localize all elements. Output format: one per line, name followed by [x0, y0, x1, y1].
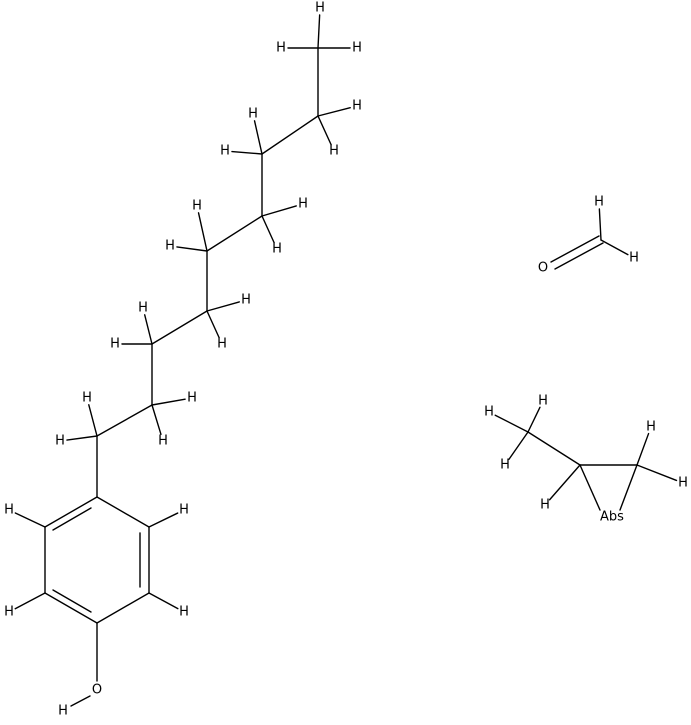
- chain-h-2: H: [55, 434, 65, 449]
- oxirane-co-bond: [579, 464, 601, 511]
- oxirane-co-bond: [619, 464, 638, 511]
- chain-h-7: H: [241, 293, 251, 308]
- bond-to-chain-h-8: [206, 310, 220, 339]
- bond-to-formaldehyde-h-1: [598, 208, 602, 241]
- chain-h-14: H: [220, 144, 230, 159]
- chain-h-1: H: [82, 391, 92, 406]
- bond-to-ring-h-2: [148, 592, 179, 610]
- chain-h-15: H: [352, 99, 362, 114]
- chain-h-18: H: [276, 41, 286, 56]
- bond-to-chain-h-2: [66, 435, 98, 441]
- bond-to-chain-h-17: [317, 14, 321, 49]
- chain-h-17: H: [315, 1, 325, 16]
- chain-h-19: H: [352, 41, 362, 56]
- bond-to-chain-h-14: [231, 150, 263, 155]
- bond-to-oxirane-h-3: [636, 464, 678, 482]
- bonds: [14, 14, 678, 707]
- formaldehyde-oxygen: O: [538, 261, 548, 276]
- bond-to-chain-h-11: [261, 205, 297, 217]
- oxirane-h-2: H: [646, 420, 656, 435]
- ring-h-1: H: [179, 503, 189, 518]
- bond-to-oxirane-h-1: [548, 464, 581, 501]
- chain-bond: [261, 115, 319, 155]
- ring-double-bond: [52, 507, 92, 531]
- methyl-h-3: H: [500, 458, 510, 473]
- bond-to-methyl-h-3: [508, 431, 529, 460]
- bond-to-chain-h-9: [197, 212, 208, 252]
- formaldehyde-double-bond: [554, 242, 604, 270]
- bond-to-chain-h-7: [206, 301, 240, 312]
- bond-to-chain-h-1: [88, 404, 98, 437]
- bond-to-ring-h-1: [148, 512, 179, 528]
- chain-h-5: H: [138, 301, 148, 316]
- ring-h-3: H: [4, 605, 14, 620]
- bond-to-ring-h-4: [14, 512, 46, 528]
- ring-double-bond: [52, 589, 92, 613]
- ring-bond: [44, 496, 98, 528]
- formaldehyde-h-2: H: [629, 251, 639, 266]
- bond-to-ring-h-3: [14, 592, 46, 610]
- oxirane-h-3: H: [678, 476, 688, 491]
- chain-h-11: H: [298, 197, 308, 212]
- bond-to-formaldehyde-h-2: [600, 239, 629, 256]
- bond-to-chain-h-10: [176, 246, 208, 252]
- chain-h-10: H: [165, 239, 175, 254]
- chain-h-16: H: [329, 144, 339, 159]
- bond-to-methyl-h-2: [527, 406, 541, 433]
- bond-to-chain-h-13: [253, 120, 263, 155]
- formaldehyde-h-1: H: [594, 195, 604, 210]
- chain-bond: [151, 310, 208, 345]
- ring-h-2: H: [179, 605, 189, 620]
- ring-bond: [44, 592, 98, 624]
- chain-h-13: H: [248, 107, 258, 122]
- o-h-bond: [70, 695, 91, 707]
- ring-bond: [96, 592, 150, 624]
- chain-h-6: H: [110, 337, 120, 352]
- methyl-h-1: H: [484, 405, 494, 420]
- bond-to-chain-h-15: [317, 107, 351, 117]
- methyl-bond: [527, 431, 581, 466]
- bond-to-methyl-h-1: [494, 414, 529, 433]
- chain-bond: [206, 215, 263, 252]
- ring-bond: [96, 496, 150, 528]
- chain-bond: [96, 404, 153, 437]
- bond-to-chain-h-12: [261, 215, 275, 244]
- oxirane-abs-label: Abs: [600, 510, 624, 525]
- chain-h-3: H: [187, 391, 197, 406]
- bond-to-chain-h-4: [151, 404, 162, 436]
- ring-h-4: H: [4, 503, 14, 518]
- chain-h-12: H: [272, 242, 282, 257]
- chain-h-4: H: [158, 434, 168, 449]
- oxirane-h-1: H: [540, 498, 550, 513]
- hydroxyl-oxygen: O: [92, 683, 102, 698]
- formaldehyde-double-bond: [550, 235, 600, 263]
- hydroxyl-hydrogen: H: [58, 704, 68, 719]
- bond-to-chain-h-3: [151, 398, 186, 406]
- chain-h-9: H: [192, 199, 202, 214]
- methyl-h-2: H: [538, 394, 548, 409]
- bond-to-chain-h-16: [317, 115, 332, 146]
- chain-h-8: H: [217, 337, 227, 352]
- bond-to-oxirane-h-2: [636, 432, 650, 466]
- bond-to-chain-h-5: [143, 314, 153, 345]
